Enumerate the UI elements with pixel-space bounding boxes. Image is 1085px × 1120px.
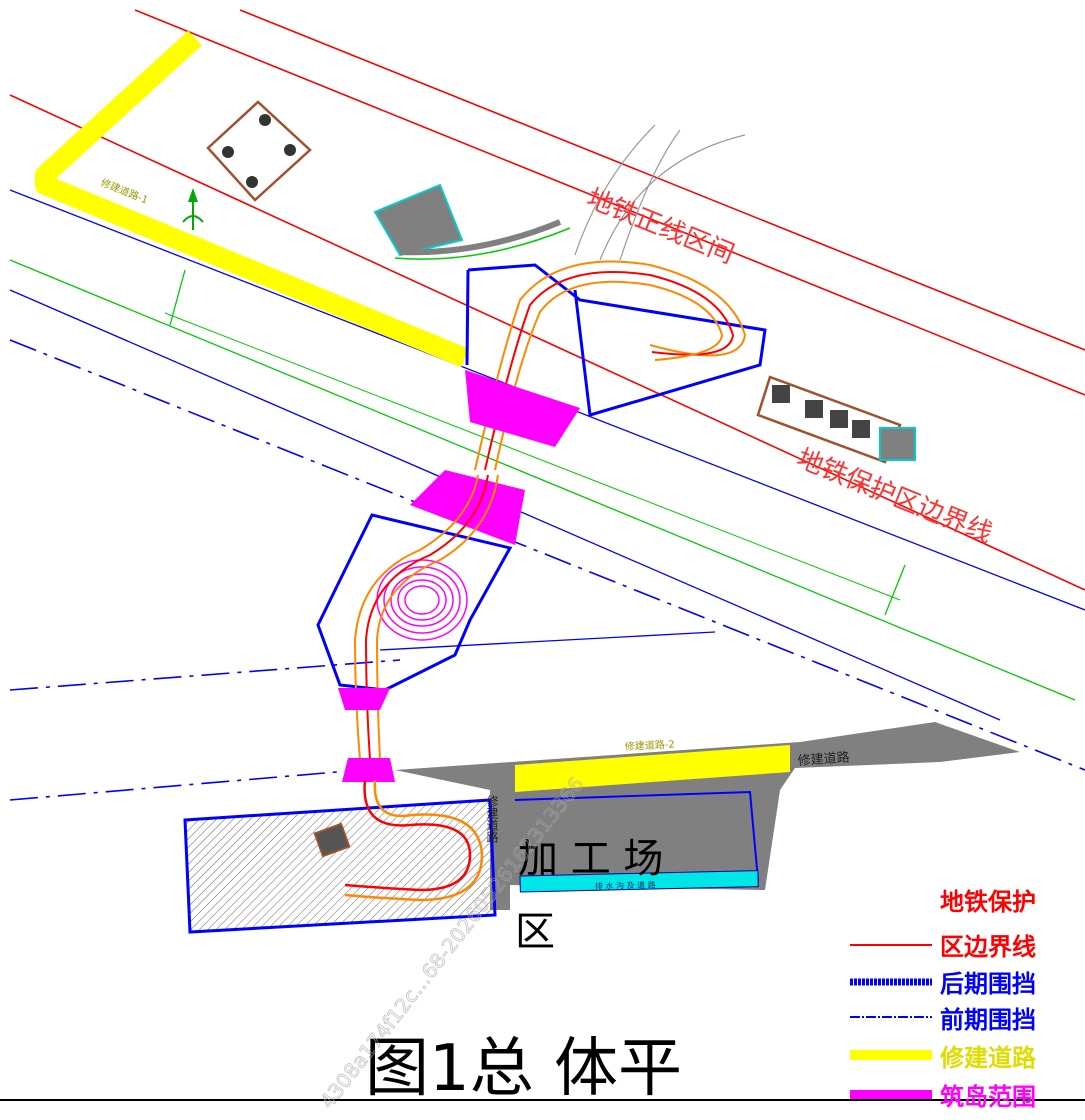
blue-dashdot-1 <box>9 339 1085 771</box>
brown-outline-1 <box>206 100 312 202</box>
upper-pipes <box>474 260 747 471</box>
label-cyan-strip: 排 水 沟 及 道 路 <box>595 880 656 891</box>
brown-cell-4 <box>852 420 870 438</box>
legend-swatches <box>850 944 932 1100</box>
boundary-line-low <box>9 94 1085 591</box>
brown-pile-4 <box>246 176 258 188</box>
brown-structure-2 <box>756 375 916 464</box>
shaft-ring-4 <box>397 579 447 621</box>
gray-curve-structure <box>373 124 746 261</box>
gray-curve-arc <box>399 219 562 256</box>
drawing-title: 图1总 体平 <box>365 1032 682 1106</box>
pipe-upper-2 <box>484 271 735 471</box>
gray-curve-arc-edge <box>394 227 571 260</box>
boundary-line-mid <box>239 9 1085 351</box>
hoarding-upper <box>467 263 767 417</box>
hatched-work-area <box>183 798 497 934</box>
pipe-mid-1 <box>353 474 479 761</box>
brown-pile-2 <box>259 114 271 126</box>
label-road-vertical: 修建道路 <box>485 794 499 844</box>
island-upper <box>465 370 580 447</box>
brown-outline-2 <box>756 375 902 464</box>
pipe-low-1 <box>344 779 472 892</box>
legend-item-later-hoarding: 后期围挡 <box>940 970 1036 998</box>
green-line-2 <box>169 269 186 326</box>
brown-pile-3 <box>284 144 296 156</box>
island-lower-1 <box>338 688 390 710</box>
legend-item-early-hoarding: 前期围挡 <box>940 1006 1036 1034</box>
island-middle <box>410 470 525 545</box>
green-line-4 <box>164 312 901 601</box>
pipe-upper-3 <box>494 280 724 471</box>
label-processing-area-tail: 区 <box>515 909 555 955</box>
pipe-low-2 <box>344 779 484 902</box>
brown-gray-block <box>879 427 916 461</box>
island-lower-2 <box>342 758 395 782</box>
subway-boundary-lines <box>9 9 1085 591</box>
gray-thin-arc-1 <box>599 134 746 261</box>
shaft-ring-3 <box>390 573 454 627</box>
legend-item-road: 修建道路 <box>939 1044 1037 1072</box>
brown-cell-3 <box>830 410 848 428</box>
gray-curve-fan <box>373 183 464 257</box>
brown-structure-1 <box>206 100 312 202</box>
legend-item-island: 筑岛范围 <box>940 1083 1036 1111</box>
blue-dashdot-2 <box>9 659 401 691</box>
pipe-upper-1 <box>474 260 747 471</box>
blue-dashdot-3 <box>9 769 361 801</box>
cyan-strip <box>519 870 759 893</box>
north-arrow-icon <box>182 188 204 230</box>
brown-pile-1 <box>222 146 234 158</box>
label-road-right: 修建道路 <box>797 749 850 769</box>
green-line-3 <box>884 564 906 616</box>
legend-item-boundary: 区边界线 <box>940 933 1036 961</box>
shaft-ring-2 <box>383 566 461 634</box>
dark-structure-lower <box>313 822 351 858</box>
boundary-line-top <box>134 9 1085 396</box>
yellow-road-1 <box>35 30 469 368</box>
gray-thin-arc-3 <box>574 124 656 256</box>
shaft-circle <box>376 559 468 641</box>
label-road-2: 修建道路-2 <box>624 737 675 753</box>
hoarding-upper-left <box>465 269 470 366</box>
brown-cell-1 <box>772 385 790 403</box>
label-subway-main-line: 地铁正线区间 <box>582 184 738 270</box>
legend-header: 地铁保护 <box>940 888 1036 916</box>
blue-line-3 <box>379 631 716 651</box>
green-lines <box>9 259 1076 701</box>
green-line-1 <box>9 259 1076 701</box>
lower-pipes <box>344 779 484 902</box>
yellow-road-2 <box>515 745 790 792</box>
label-processing-area: 加 工 场 <box>518 836 663 882</box>
gray-thin-arc-2 <box>619 129 681 261</box>
shaft-ring-5 <box>404 585 440 615</box>
brown-cell-2 <box>805 400 823 418</box>
